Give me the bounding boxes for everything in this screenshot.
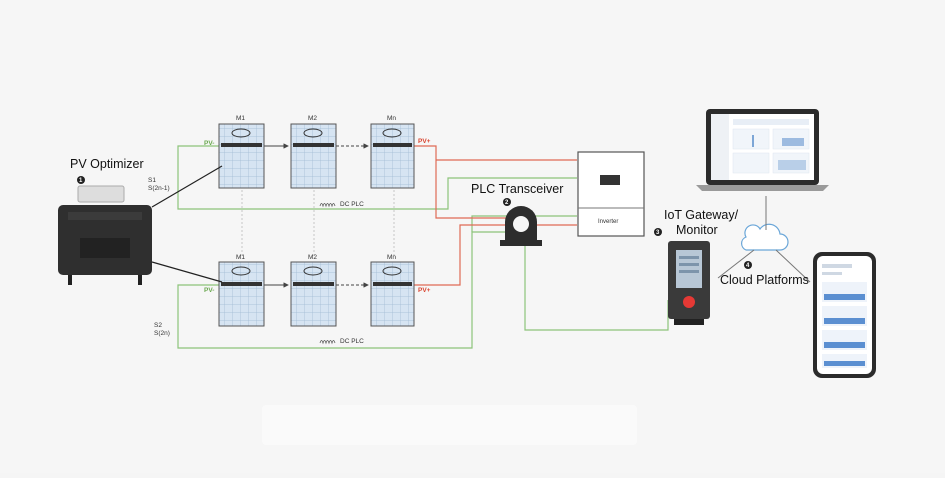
module-label: M2: [308, 115, 317, 122]
bottom-string: M1 M2 Mn PV- PV+ S2 S(2n) DC PLC: [154, 254, 431, 345]
iot-gateway-label: IoT Gateway/: [664, 208, 739, 222]
step-number: 1: [79, 178, 83, 184]
inverter-label: Inverter: [598, 219, 618, 225]
step-number: 3: [656, 230, 660, 236]
string-id: S1: [148, 177, 156, 184]
dc-plc-coil: [319, 203, 336, 208]
iot-gateway-label: Monitor: [676, 223, 718, 237]
iot-gateway-device: [668, 241, 710, 325]
solar-module: [218, 123, 265, 189]
laptop-icon: [696, 109, 829, 191]
dc-plc-label: DC PLC: [340, 201, 364, 208]
cloud-icon: [741, 223, 789, 251]
solar-module: [290, 123, 337, 189]
string-id: S(2n): [154, 330, 170, 337]
module-label: Mn: [387, 115, 396, 122]
solar-module: [290, 261, 337, 327]
step-marker: [503, 198, 511, 206]
step-marker: [77, 176, 85, 184]
pv-plus-label: PV+: [418, 138, 431, 145]
dc-plc-label: DC PLC: [340, 338, 364, 345]
top-string: M1 M2 Mn PV- PV+ S1 S(2n-1) DC PLC: [148, 115, 431, 208]
module-label: M2: [308, 254, 317, 261]
pv-optimizer-device: [58, 165, 223, 285]
phone-icon: [813, 252, 876, 378]
string-separators: [241, 190, 395, 258]
dc-plc-coil: [319, 340, 336, 345]
module-links: [264, 143, 369, 288]
pv-optimizer-label: PV Optimizer: [70, 157, 144, 171]
pv-minus-label: PV-: [204, 140, 214, 147]
cloud-platforms-label: Cloud Platforms: [720, 273, 809, 287]
pv-minus-label: PV-: [204, 287, 214, 294]
step-number: 4: [746, 263, 750, 269]
solar-module: [370, 261, 415, 327]
step-number: 2: [505, 200, 509, 206]
step-marker: [744, 261, 752, 269]
pv-minus-wiring: [177, 145, 669, 349]
pv-plus-label: PV+: [418, 287, 431, 294]
string-id: S2: [154, 322, 162, 329]
module-label: M1: [236, 115, 245, 122]
module-label: M1: [236, 254, 245, 261]
module-label: Mn: [387, 254, 396, 261]
faded-banner: [262, 405, 637, 445]
solar-module: [370, 123, 415, 189]
string-id: S(2n-1): [148, 185, 170, 192]
step-marker: [654, 228, 662, 236]
cloud-links: [717, 196, 811, 283]
plc-transceiver-device: [500, 206, 542, 246]
inverter-device: Inverter: [577, 151, 645, 237]
solar-module: [218, 261, 265, 327]
plc-transceiver-label: PLC Transceiver: [471, 182, 563, 196]
